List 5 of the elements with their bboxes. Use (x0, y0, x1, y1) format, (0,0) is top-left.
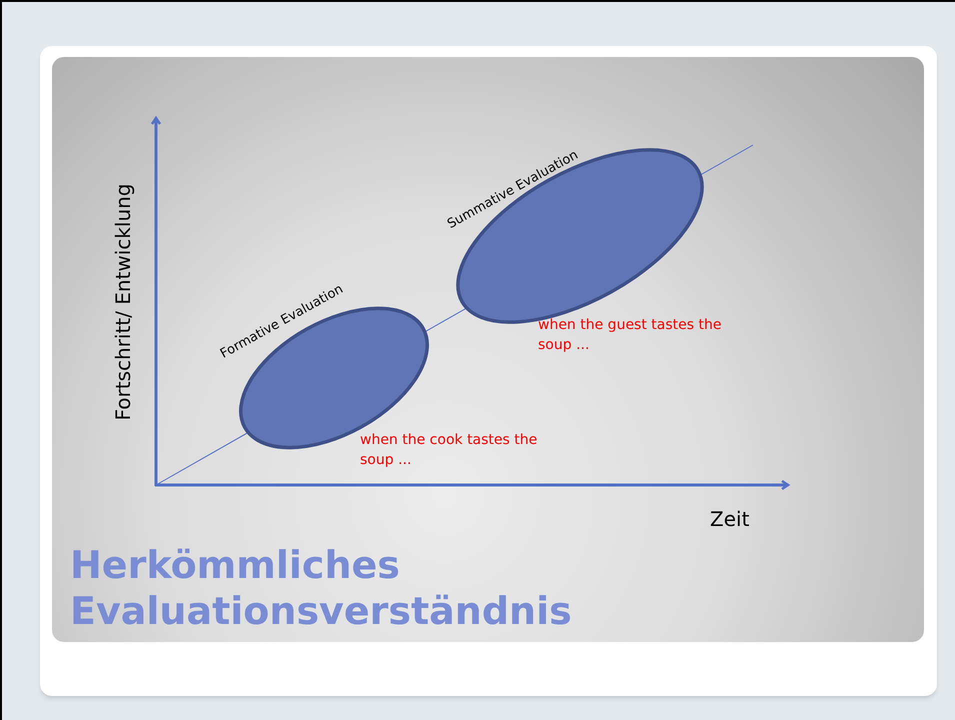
note-text: when the cook tastes the soup ... (360, 431, 538, 470)
axis-label: Zeit (710, 506, 750, 533)
axis-label: Fortschritt/ Entwicklung (110, 184, 136, 420)
note-text: when the guest tastes the soup ... (538, 316, 722, 355)
slide-title: Herkömmliches Evaluationsverständnis (70, 542, 573, 634)
